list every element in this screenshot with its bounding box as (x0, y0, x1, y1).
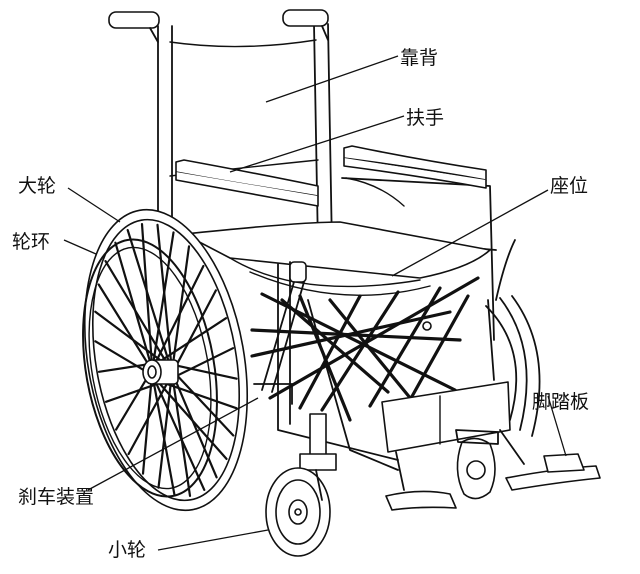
wheel-spoke (150, 231, 175, 373)
label-backrest: 靠背 (400, 47, 438, 69)
right-rear-wheel (485, 295, 541, 437)
seat (183, 221, 491, 296)
armrests (175, 145, 487, 207)
push-handles (108, 9, 329, 43)
leader-lines (63, 55, 567, 551)
wheel-hub (142, 359, 179, 385)
wheel-spoke (152, 264, 205, 369)
front-frame (277, 261, 495, 471)
wheel-spoke (157, 371, 174, 489)
label-footrest: 脚踏板 (532, 391, 589, 413)
front-caster (265, 413, 337, 557)
footrests (381, 381, 601, 511)
brake-lever (253, 261, 307, 405)
label-brake: 刹车装置 (18, 486, 94, 508)
label-caster: 小轮 (108, 539, 146, 561)
labels: 靠背 扶手 大轮 轮环 座位 脚踏板 刹车装置 小轮 (12, 47, 589, 561)
label-big-wheel: 大轮 (18, 175, 56, 197)
wheel-spoke (155, 317, 228, 365)
label-armrest: 扶手 (406, 107, 444, 129)
backrest (157, 23, 333, 256)
label-handrim: 轮环 (12, 231, 50, 253)
handrim (82, 238, 218, 498)
wheel-spoke (126, 229, 172, 368)
wheel-spoke (170, 367, 192, 497)
wheel-spoke (152, 376, 206, 491)
wheel-spoke (127, 375, 172, 456)
wheel-spoke (151, 372, 176, 497)
rear-caster (455, 429, 499, 500)
label-seat: 座位 (550, 175, 588, 197)
wheel-spoke (114, 241, 157, 381)
